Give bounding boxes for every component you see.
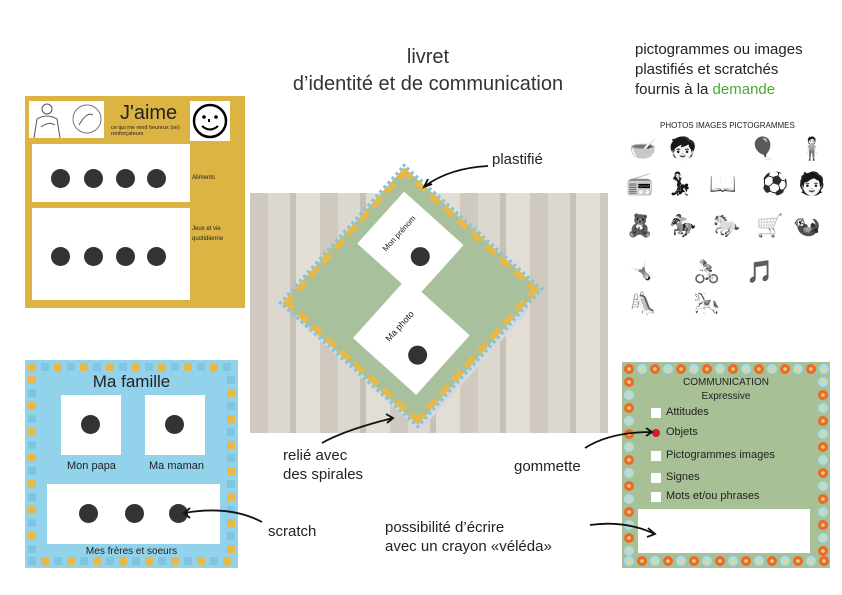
gommette-dot[interactable] xyxy=(652,429,660,437)
notebook-cover: Mon prénom Ma photo xyxy=(278,163,544,429)
note-line2: plastifiés et scratchés xyxy=(635,61,779,78)
pictos-heading: PHOTOS IMAGES PICTOGRAMMES xyxy=(660,121,795,130)
smiley-icon xyxy=(190,101,230,141)
option-checkbox[interactable] xyxy=(651,408,661,418)
option-label: Signes xyxy=(666,471,700,483)
ecrire-line1: possibilité d’écrire xyxy=(385,519,505,536)
mom-label: Ma maman xyxy=(149,460,205,472)
pictogram-icon[interactable]: 🧒 xyxy=(669,136,697,161)
comm-subtitle: Expressive xyxy=(701,391,751,402)
dad-slot[interactable] xyxy=(61,395,121,455)
dad-label: Mon papa xyxy=(67,460,116,472)
page-title: livret d’identité et de communication xyxy=(230,44,626,98)
sign-illustration xyxy=(29,101,104,139)
pictogram-icon[interactable]: 🧑 xyxy=(798,171,826,196)
pictogram-icon[interactable]: 🎵 xyxy=(746,259,774,284)
pictogram-icon[interactable]: 🐎 xyxy=(713,213,741,238)
label-ecrire: possibilité d’écrire avec un crayon «vélé… xyxy=(385,518,552,556)
label-scratch: scratch xyxy=(268,523,317,540)
pictogram-icon[interactable]: 🏇 xyxy=(669,213,697,238)
label-spirales: relié avec des spirales xyxy=(283,446,363,484)
writing-area[interactable] xyxy=(638,509,810,553)
jaime-card: J'aime ce qui me rend heureux (se) renfo… xyxy=(25,96,245,308)
row2-label: Jeux et vie quotidienne xyxy=(192,226,224,242)
note-line3: fournis à la demande xyxy=(635,80,803,100)
aliments-slot[interactable] xyxy=(32,144,190,202)
pictogram-note: pictogrammes ou images plastifiés et scr… xyxy=(635,40,803,100)
square-border xyxy=(28,363,235,565)
option-label: Mots et/ou phrases xyxy=(666,490,760,502)
famille-title: Ma famille xyxy=(92,372,171,391)
jaime-title: J'aime xyxy=(120,102,178,124)
mom-slot[interactable] xyxy=(145,395,205,455)
pictogram-icon[interactable]: 🧸 xyxy=(626,213,654,238)
label-gommette: gommette xyxy=(514,458,581,475)
pictogram-icon[interactable]: 🥣 xyxy=(629,136,657,161)
pictogram-icon[interactable]: 🛒 xyxy=(756,213,784,238)
pictogram-icon[interactable]: 🧍 xyxy=(798,136,826,161)
option-checkbox[interactable] xyxy=(651,473,661,483)
title-line2: d’identité et de communication xyxy=(292,73,564,95)
pictogram-icon[interactable]: 🛝 xyxy=(629,291,657,316)
pictogram-icon[interactable]: 📻 xyxy=(626,171,654,196)
option-label: Pictogrammes images xyxy=(666,449,775,461)
note-highlight: demande xyxy=(712,81,776,98)
famille-card: Ma famille Mon papa Ma maman Mes frères … xyxy=(25,360,238,568)
siblings-label: Mes frères et soeurs xyxy=(85,546,178,557)
option-label: Attitudes xyxy=(666,406,709,418)
note-line1: pictogrammes ou images xyxy=(635,41,803,58)
jeux-slot[interactable] xyxy=(32,208,190,300)
spirales-line1: relié avec xyxy=(283,447,348,464)
comm-title: COMMUNICATION xyxy=(683,377,769,388)
siblings-slot[interactable] xyxy=(47,484,220,544)
flower-border xyxy=(624,364,829,566)
photo-area[interactable]: Ma photo xyxy=(353,278,470,395)
option-checkbox[interactable] xyxy=(651,492,661,502)
pictogram-icon[interactable]: 🚴 xyxy=(693,259,721,284)
option-label: Objets xyxy=(666,426,698,438)
spirales-line2: des spirales xyxy=(283,466,364,483)
ecrire-line2: avec un crayon «véléda» xyxy=(385,538,552,555)
jaime-subtitle: ce qui me rend heureux (se) renforçateur… xyxy=(111,125,180,137)
arrow-plastifie xyxy=(422,165,489,189)
title-line1: livret xyxy=(406,46,450,68)
pictogram-icon[interactable]: 🤸 xyxy=(629,259,657,284)
pictogram-icon[interactable]: 💃 xyxy=(666,171,694,196)
row1-label: Aliments xyxy=(192,175,216,181)
pictogram-icon[interactable]: ⚽ xyxy=(761,171,789,196)
name-label: Mon prénom xyxy=(380,213,418,254)
photo-label: Ma photo xyxy=(383,308,416,344)
pictogram-icon[interactable]: 📖 xyxy=(709,171,737,196)
pictogram-icon[interactable]: 🦦 xyxy=(793,213,821,238)
note-prefix: fournis à la xyxy=(635,81,713,98)
notebook-photo: Mon prénom Ma photo xyxy=(250,163,608,433)
pictogram-icon[interactable]: 🎈 xyxy=(749,136,777,161)
option-checkbox[interactable] xyxy=(651,451,661,461)
pictogram-icon[interactable]: 🎠 xyxy=(693,291,721,316)
label-plastifie: plastifié xyxy=(492,151,543,168)
